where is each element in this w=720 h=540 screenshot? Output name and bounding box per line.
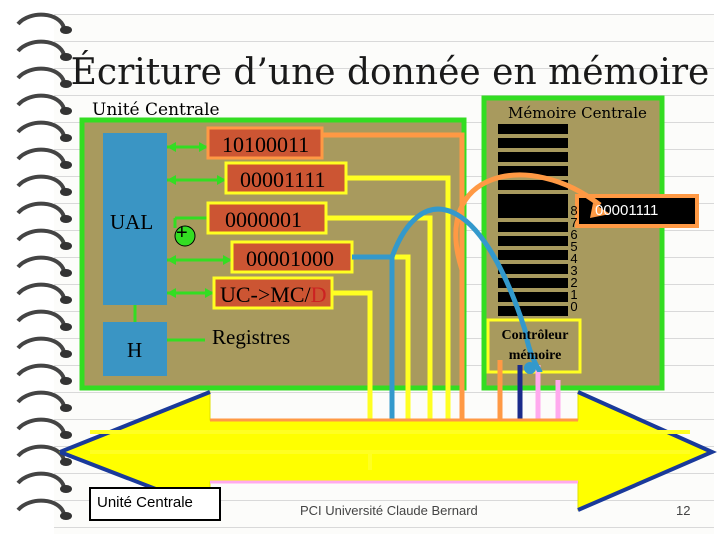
memory-address: 8 (570, 203, 578, 218)
slide-title: Écriture d’une donnée en mémoire (70, 52, 710, 93)
binding-hole (60, 350, 72, 358)
binding-hole (60, 431, 72, 439)
ual-label: UAL (110, 210, 154, 234)
binding-hole (60, 296, 72, 304)
register-ordinal: 0000001 (225, 207, 302, 232)
uc-label: Unité Centrale (92, 100, 220, 120)
spiral-ring (16, 336, 66, 353)
write-arrow-orange (453, 172, 602, 271)
memory-cell (498, 250, 568, 260)
binding-hole (60, 242, 72, 250)
memory-address: 4 (570, 251, 578, 266)
binding-hole (60, 107, 72, 115)
memory-address: 2 (570, 275, 578, 290)
binding-hole (60, 485, 72, 493)
memory-cell (498, 278, 568, 288)
register-control-box (212, 276, 334, 310)
register-control-d: D (310, 282, 327, 307)
memory-cell-value: 00001111 (595, 202, 659, 219)
adder-circle (174, 225, 196, 247)
ual-block (103, 133, 167, 305)
memory-address: 1 (570, 287, 578, 302)
registres-label: Registres (212, 325, 291, 349)
binding-hole (60, 404, 72, 412)
spiral-ring (16, 390, 66, 407)
write-arrow-blue (389, 206, 543, 373)
memory-controller-label: Contrôleur mémoire (501, 328, 569, 363)
memory-cell (498, 292, 568, 302)
memory-address: 0 (570, 299, 578, 314)
spiral-ring (16, 417, 66, 434)
memory-address: 5 (570, 239, 578, 254)
spiral-ring (16, 39, 66, 56)
spiral-ring (16, 201, 66, 218)
footer-left-label: Unité Centrale (97, 494, 193, 511)
spiral-ring (16, 363, 66, 380)
spiral-ring (16, 174, 66, 191)
footer-left-box (89, 487, 221, 521)
register-control-text: UC->MC/ (220, 282, 311, 307)
binding-hole (60, 323, 72, 331)
memory-cell (498, 124, 568, 134)
register-data: 10100011 (222, 132, 310, 157)
memory-cell (498, 180, 568, 190)
spiral-ring (16, 120, 66, 137)
h-label: H (127, 338, 143, 362)
memory-cell (498, 306, 568, 316)
footer-center-label: PCI Université Claude Bernard (300, 503, 478, 518)
spiral-ring (16, 147, 66, 164)
binding-hole (60, 458, 72, 466)
memory-cell (498, 264, 568, 274)
spiral-ring (16, 444, 66, 461)
memory-cells (498, 124, 568, 316)
memory-cell (498, 236, 568, 246)
memory-address: 6 (570, 227, 578, 242)
spiral-ring (16, 228, 66, 245)
memory-cell (498, 152, 568, 162)
memory-address: 3 (570, 263, 578, 278)
binding-hole (60, 512, 72, 520)
spiral-binding (16, 12, 72, 520)
binding-hole (60, 161, 72, 169)
binding-hole (60, 53, 72, 61)
register-address: 00001000 (246, 246, 334, 271)
binding-hole (60, 134, 72, 142)
memory-cell (498, 222, 568, 232)
register-control: UC->MC/D (210, 280, 337, 310)
spiral-ring (16, 93, 66, 110)
binding-hole (60, 215, 72, 223)
spiral-ring (16, 309, 66, 326)
h-block (103, 322, 167, 376)
memory-cell (498, 166, 568, 176)
internal-bus (167, 145, 232, 342)
spiral-ring (16, 282, 66, 299)
binding-hole (60, 80, 72, 88)
spiral-ring (16, 66, 66, 83)
binding-hole (60, 26, 72, 34)
spiral-ring (16, 498, 66, 515)
binding-hole (60, 377, 72, 385)
plus-symbol: + (176, 222, 188, 244)
memory-cell (498, 208, 568, 218)
data-line-orange (322, 132, 465, 420)
register-data2: 00001111 (240, 167, 326, 192)
spiral-ring (16, 12, 66, 29)
spiral-ring (16, 255, 66, 272)
register-data-box (206, 126, 324, 160)
page-number: 12 (676, 503, 691, 518)
binding-hole (60, 269, 72, 277)
binding-hole (60, 188, 72, 196)
spiral-ring (16, 471, 66, 488)
memory-address: 7 (570, 215, 578, 230)
memory-cell (498, 138, 568, 148)
mc-label: Mémoire Centrale (508, 104, 647, 122)
